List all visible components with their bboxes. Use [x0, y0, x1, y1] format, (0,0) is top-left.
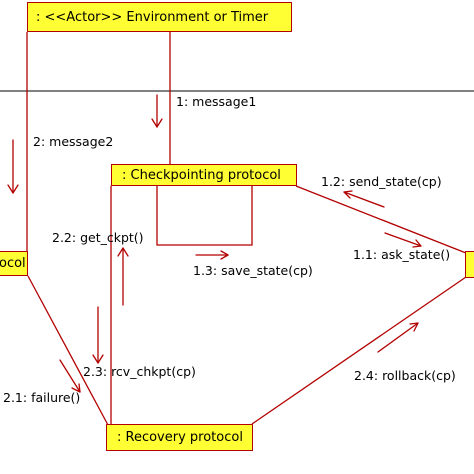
label-rollback: 2.4: rollback(cp) [354, 368, 456, 383]
link-recovery-right [251, 276, 467, 425]
actor-environment-box: : <<Actor>> Environment or Timer [27, 2, 292, 32]
arrow-ask-state [384, 232, 422, 248]
label-rcv-chkpt: 2.3: rcv_chkpt(cp) [83, 364, 196, 379]
label-message2: 2: message2 [33, 134, 114, 149]
actor-environment-label: : <<Actor>> Environment or Timer [36, 9, 269, 25]
arrow-get-ckpt [117, 247, 129, 306]
arrow-save-state [195, 250, 229, 260]
label-save-state: 1.3: save_state(cp) [193, 263, 313, 278]
arrow-message1 [151, 94, 163, 128]
arrow-message2 [7, 139, 19, 194]
link-left-recovery [27, 275, 109, 426]
arrow-rcv-chkpt [92, 306, 104, 364]
left-protocol-label: ocol [0, 256, 26, 271]
arrow-send-state [343, 190, 385, 208]
label-get-ckpt: 2.2: get_ckpt() [52, 230, 144, 245]
self-loop-save-state [156, 186, 253, 246]
checkpointing-protocol-label: : Checkpointing protocol [122, 167, 281, 183]
link-checkpoint-right [295, 185, 467, 254]
label-failure: 2.1: failure() [3, 390, 81, 405]
arrow-rollback [377, 322, 419, 353]
recovery-protocol-box: : Recovery protocol [106, 424, 253, 451]
right-object-box [465, 251, 474, 278]
arrow-failure [59, 359, 81, 393]
checkpointing-protocol-box: : Checkpointing protocol [111, 164, 297, 186]
label-message1: 1: message1 [176, 94, 257, 109]
label-send-state: 1.2: send_state(cp) [321, 174, 442, 189]
label-ask-state: 1.1: ask_state() [353, 247, 451, 262]
left-protocol-box: ocol [0, 251, 28, 276]
recovery-protocol-label: : Recovery protocol [117, 430, 243, 445]
